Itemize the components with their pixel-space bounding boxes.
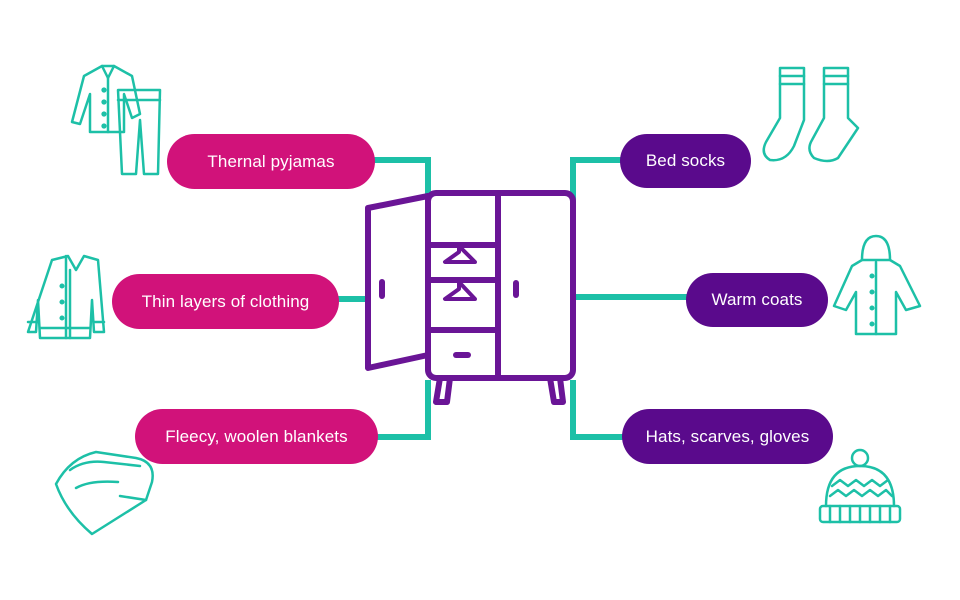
connector-left-bottom — [376, 380, 431, 440]
pill-woolen-blankets: Fleecy, woolen blankets — [135, 409, 378, 464]
connector-right-bottom — [570, 380, 624, 440]
pill-thin-layers: Thin layers of clothing — [112, 274, 339, 329]
pill-thermal-pyjamas: Thernal pyjamas — [167, 134, 375, 189]
pill-bed-socks: Bed socks — [620, 134, 751, 188]
pill-hats-scarves-gloves: Hats, scarves, gloves — [622, 409, 833, 464]
pill-warm-coats: Warm coats — [686, 273, 828, 327]
